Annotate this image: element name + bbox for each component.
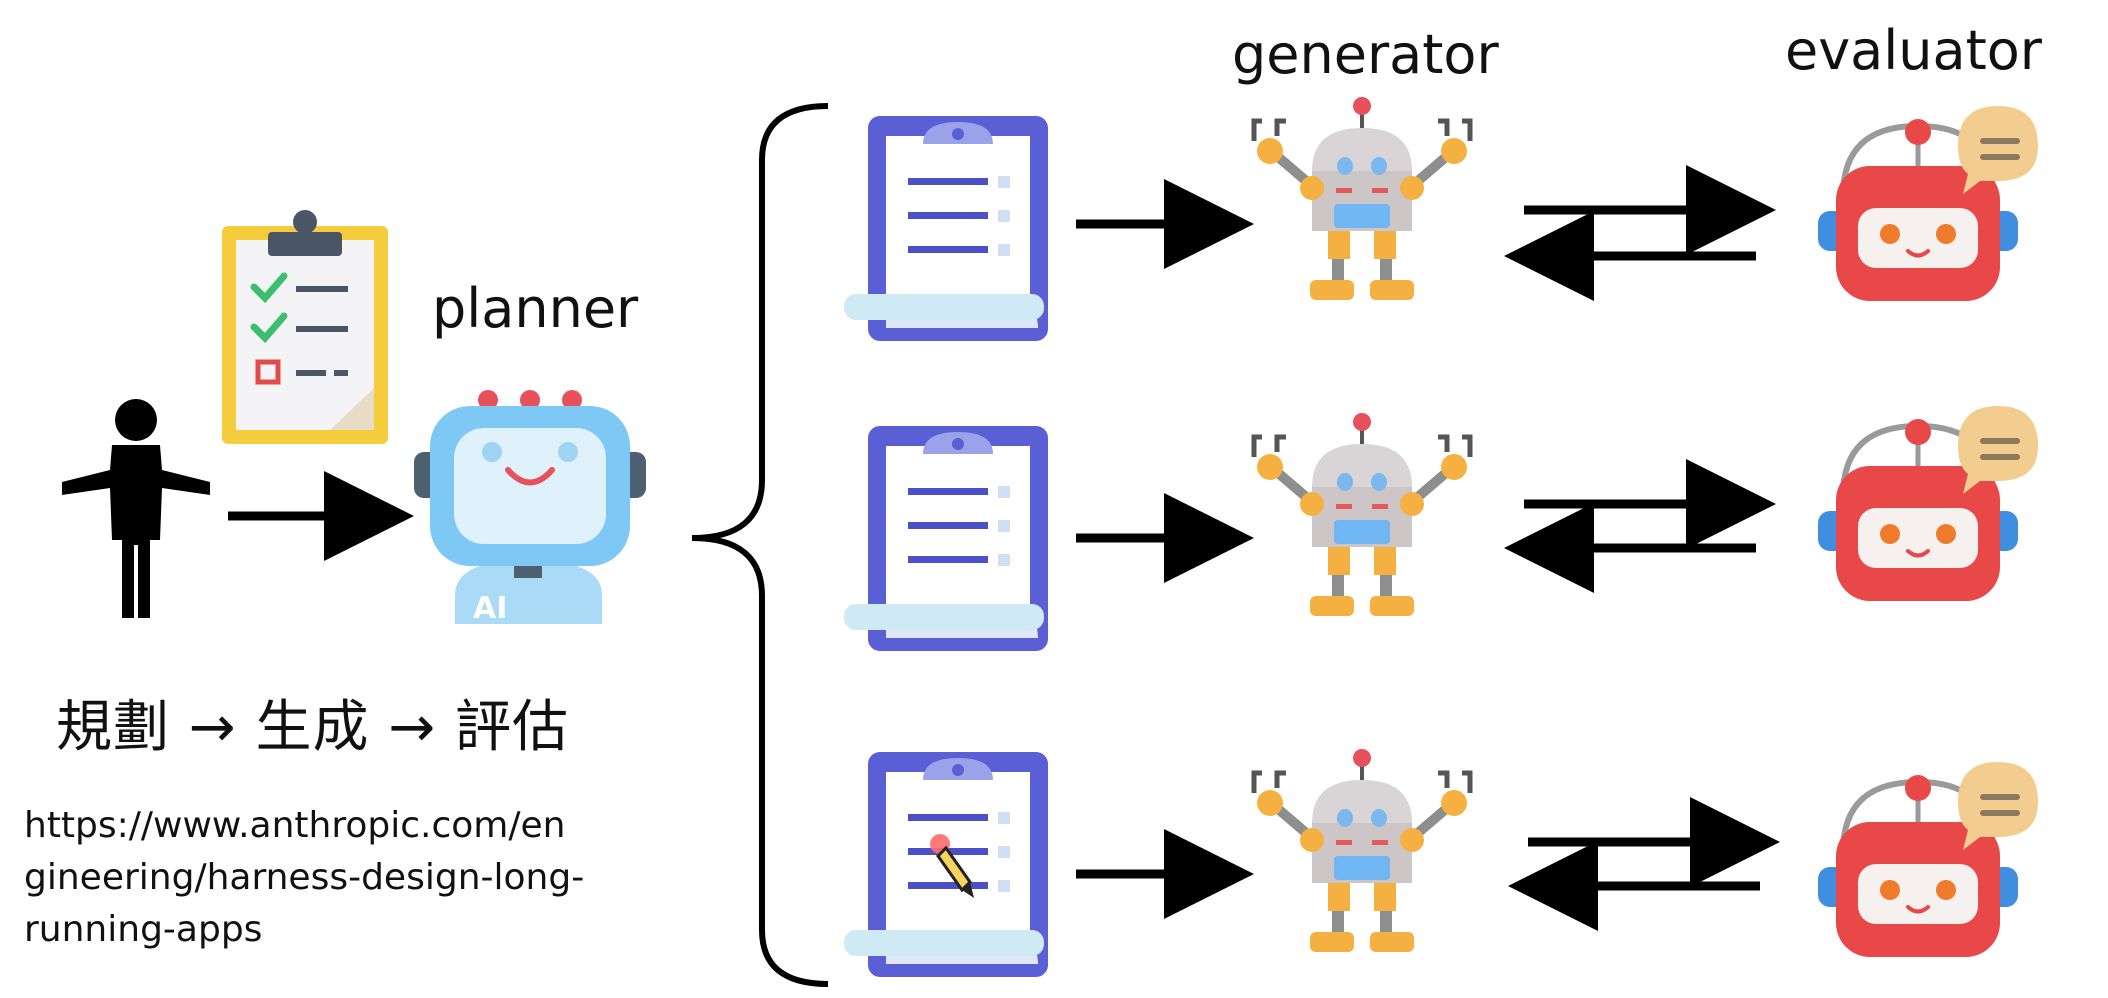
evaluator-robot-icon [1818,406,2038,601]
source-url-line[interactable]: running-apps [24,909,263,950]
source-url-line[interactable]: gineering/harness-design-long- [24,857,585,898]
person-icon [62,399,210,618]
task-clipboard-editing-icon [844,752,1048,977]
evaluator-robot-icon [1818,106,2038,301]
checklist-clipboard-icon [222,210,388,444]
task-clipboard-icon [844,116,1048,341]
evaluator-robot-icon [1818,762,2038,957]
generator-label: generator [1232,23,1499,86]
generator-robot-icon [1254,749,1470,952]
brace-bracket [691,103,829,987]
flow-caption: 規劃 → 生成 → 評估 [56,695,570,760]
svg-text:AI: AI [473,591,507,626]
generator-robot-icon [1254,413,1470,616]
task-clipboard-icon [844,426,1048,651]
generator-robot-icon [1254,97,1470,300]
planner-label: planner [432,277,639,340]
source-url[interactable]: https://www.anthropic.com/en gineering/h… [24,800,624,956]
ai-robot-icon: AI [414,390,646,626]
source-url-line[interactable]: https://www.anthropic.com/en [24,805,566,846]
evaluator-label: evaluator [1785,19,2043,82]
